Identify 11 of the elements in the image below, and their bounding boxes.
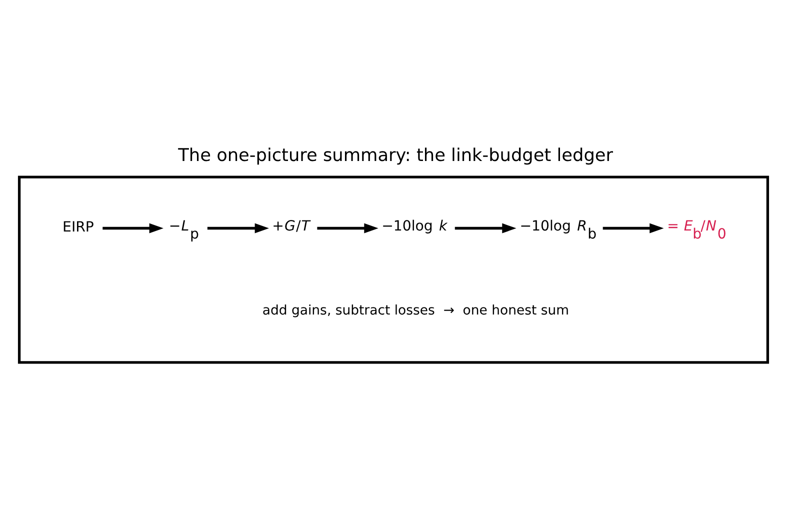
diagram-title: The one-picture summary: the link-budget ledger [178,146,614,166]
node-text: EIRP [62,219,94,236]
arrow [207,222,269,233]
cluster [18,175,770,364]
node-text: +G/T [272,218,310,234]
label: add gains, subtract losses → one honest sum [262,302,570,318]
arrow [317,222,378,233]
node-text: −10log k [382,218,448,234]
arrow [602,222,664,233]
arrow [102,222,164,233]
arrow [454,222,516,233]
